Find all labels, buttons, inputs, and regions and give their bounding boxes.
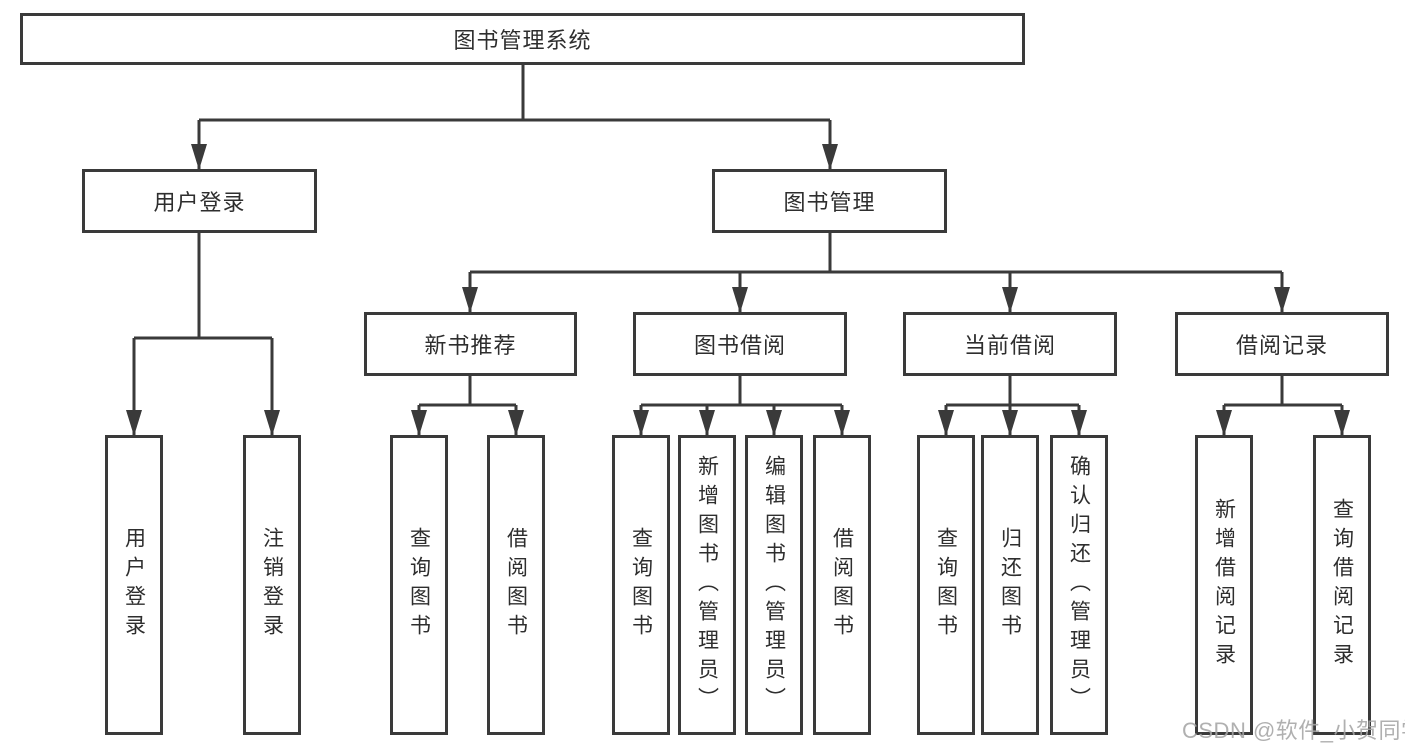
leaf-borrow-books: 借阅图书 xyxy=(813,435,871,735)
leaf-logout: 注销登录 xyxy=(243,435,301,735)
leaf-confirm-return-admin-label: 确认归还（管理员） xyxy=(1067,454,1091,716)
leaf-add-book-admin-label: 新增图书（管理员） xyxy=(695,454,719,716)
leaf-borrow-books-recommend-label: 借阅图书 xyxy=(504,527,528,643)
csdn-watermark: CSDN @软件_小贺同学 xyxy=(1182,718,1405,743)
node-book-management-label: 图书管理 xyxy=(783,190,876,215)
leaf-logout-label: 注销登录 xyxy=(260,527,284,643)
node-new-book-recommend: 新书推荐 xyxy=(364,312,577,376)
node-current-borrow: 当前借阅 xyxy=(903,312,1117,376)
connector-book-mgmt-to-level3 xyxy=(462,233,1290,313)
leaf-return-books: 归还图书 xyxy=(981,435,1039,735)
node-root-label: 图书管理系统 xyxy=(453,28,592,53)
leaf-edit-book-admin: 编辑图书（管理员） xyxy=(745,435,803,735)
leaf-user-login-label: 用户登录 xyxy=(122,527,146,643)
leaf-query-books-borrow-label: 查询图书 xyxy=(629,527,653,643)
leaf-query-books-recommend-label: 查询图书 xyxy=(407,527,431,643)
node-borrow-records-label: 借阅记录 xyxy=(1235,333,1328,358)
node-book-management: 图书管理 xyxy=(712,169,947,233)
connector-borrow-record-to-leaves xyxy=(1216,376,1350,436)
leaf-query-borrow-record-label: 查询借阅记录 xyxy=(1330,498,1354,672)
node-new-book-recommend-label: 新书推荐 xyxy=(424,333,517,358)
connector-root-to-level2 xyxy=(191,65,838,170)
leaf-confirm-return-admin: 确认归还（管理员） xyxy=(1050,435,1108,735)
leaf-add-book-admin: 新增图书（管理员） xyxy=(678,435,736,735)
leaf-add-borrow-record-label: 新增借阅记录 xyxy=(1212,498,1236,672)
node-user-login-label: 用户登录 xyxy=(153,190,246,215)
connector-user-login-to-leaves xyxy=(126,233,280,436)
node-book-borrow-label: 图书借阅 xyxy=(693,333,786,358)
leaf-query-books-current: 查询图书 xyxy=(917,435,975,735)
leaf-edit-book-admin-label: 编辑图书（管理员） xyxy=(762,454,786,716)
node-borrow-records: 借阅记录 xyxy=(1175,312,1389,376)
leaf-query-books-current-label: 查询图书 xyxy=(934,527,958,643)
leaf-borrow-books-recommend: 借阅图书 xyxy=(487,435,545,735)
connector-current-borrow-to-leaves xyxy=(938,376,1087,436)
node-root: 图书管理系统 xyxy=(20,13,1025,65)
leaf-add-borrow-record: 新增借阅记录 xyxy=(1195,435,1253,735)
node-current-borrow-label: 当前借阅 xyxy=(963,333,1056,358)
leaf-query-books-recommend: 查询图书 xyxy=(390,435,448,735)
leaf-query-books-borrow: 查询图书 xyxy=(612,435,670,735)
leaf-borrow-books-label: 借阅图书 xyxy=(830,527,854,643)
node-user-login: 用户登录 xyxy=(82,169,317,233)
connector-book-borrow-to-leaves xyxy=(633,376,850,436)
leaf-return-books-label: 归还图书 xyxy=(998,527,1022,643)
leaf-user-login: 用户登录 xyxy=(105,435,163,735)
leaf-query-borrow-record: 查询借阅记录 xyxy=(1313,435,1371,735)
node-book-borrow: 图书借阅 xyxy=(633,312,847,376)
connector-new-book-to-leaves xyxy=(411,376,524,436)
